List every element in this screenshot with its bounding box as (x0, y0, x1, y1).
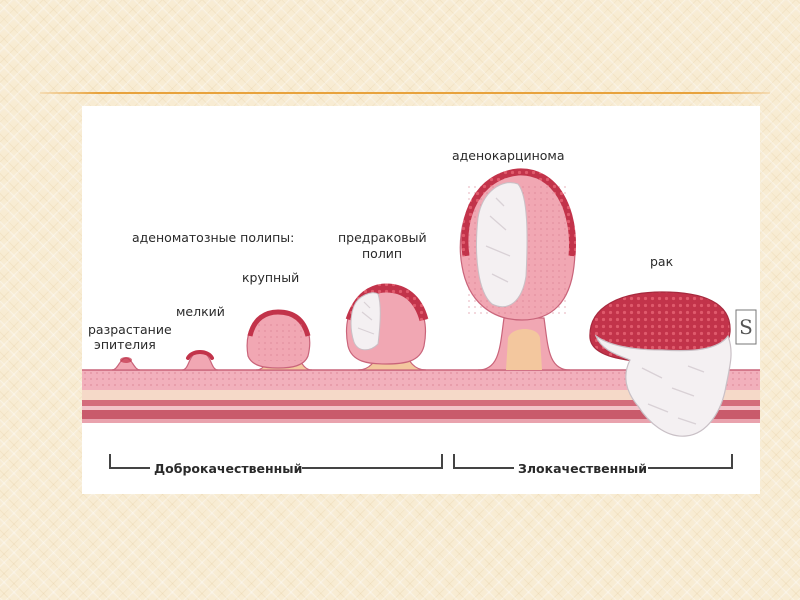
label-hyperplasia-2: эпителия (94, 337, 156, 352)
label-precancer-2: полип (362, 246, 402, 261)
benign-bracket: Доброкачественный (110, 454, 442, 476)
polyp-progression-diagram: S разрастание эпителия мелкий аденоматоз… (82, 106, 760, 494)
large-polyp (247, 312, 312, 370)
logo-letter: S (739, 315, 753, 339)
label-precancer-1: предраковый (338, 230, 427, 245)
label-large: крупный (242, 270, 299, 285)
label-hyperplasia-1: разрастание (88, 322, 172, 337)
malignant-bracket: Злокачественный (454, 454, 732, 476)
diagram-panel: S разрастание эпителия мелкий аденоматоз… (82, 106, 760, 494)
label-cancer: рак (650, 254, 674, 269)
label-adenomatous: аденоматозные полипы: (132, 230, 294, 245)
label-malignant: Злокачественный (518, 461, 647, 476)
label-benign: Доброкачественный (154, 461, 302, 476)
publisher-logo: S (736, 310, 756, 344)
adenocarcinoma-polyp (460, 170, 575, 370)
small-polyp (182, 352, 218, 370)
label-small: мелкий (176, 304, 225, 319)
precancerous-polyp (347, 288, 426, 370)
title-underline (40, 92, 770, 94)
label-adenocarcinoma: аденокарцинома (452, 148, 565, 163)
